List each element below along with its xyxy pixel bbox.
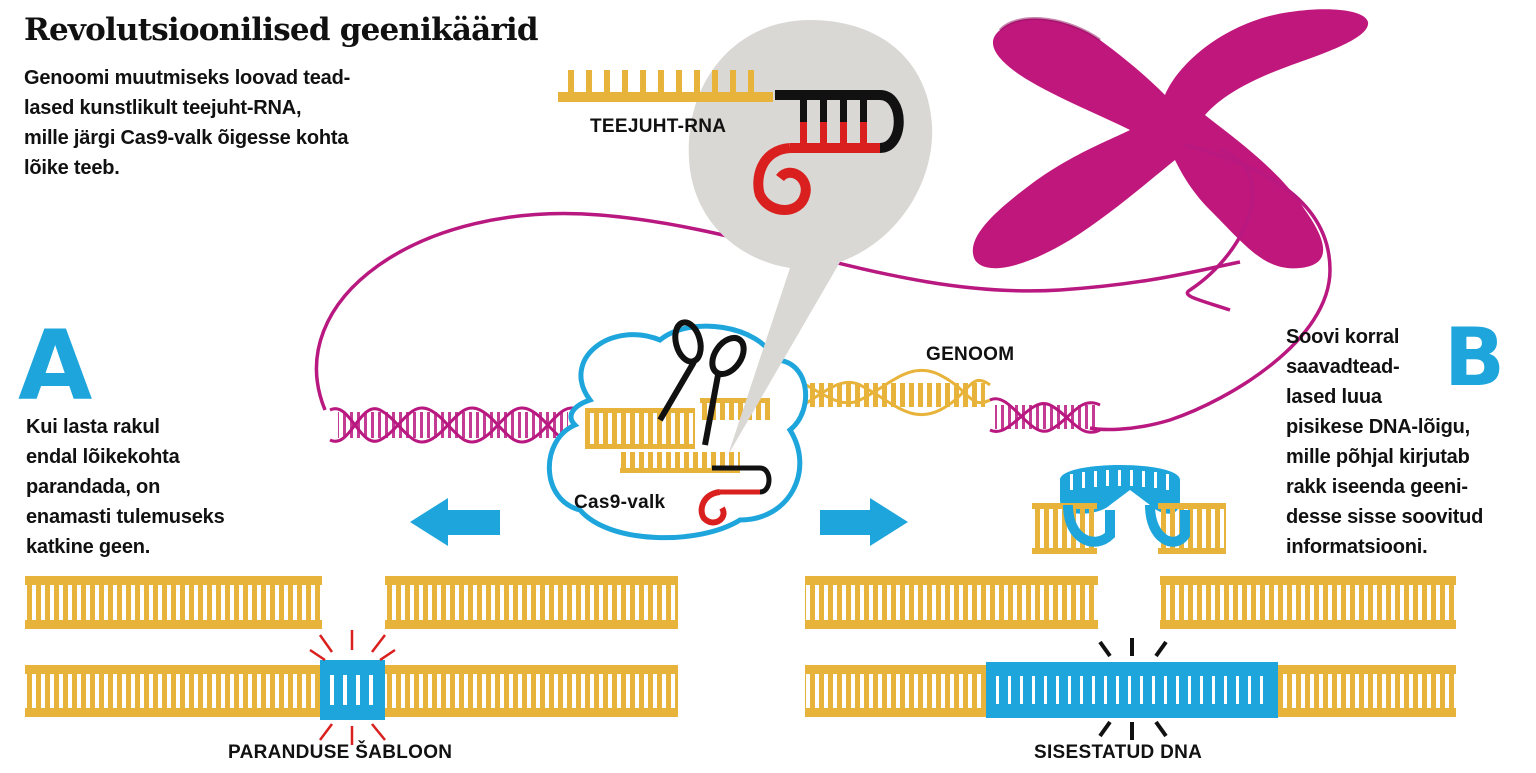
scissors-icon: [657, 319, 747, 446]
section-b-line: desse sisse soovitud: [1286, 506, 1484, 528]
intro-text: Genoomi muutmiseks loovad tead- lased ku…: [24, 63, 350, 183]
ladder-a-bottom: [25, 660, 678, 720]
section-a-text: Kui lasta rakul endal lõikekohta paranda…: [26, 412, 225, 562]
section-a-letter: A: [18, 310, 93, 422]
arrow-left-icon: [410, 498, 500, 546]
section-a-line: Kui lasta rakul: [26, 416, 160, 438]
inserted-dna-label: SISESTATUD DNA: [1034, 742, 1203, 763]
inserted-dna-rungs: [996, 676, 1263, 704]
page-title: Revolutsioonilised geenikäärid: [24, 12, 539, 48]
dna-helix-right: [989, 397, 1101, 434]
guide-rna-label: TEEJUHT-RNA: [590, 116, 727, 137]
section-a-line: katkine geen.: [26, 536, 151, 558]
guide-rna-bubble: [688, 20, 933, 455]
section-b-line: Soovi korral: [1286, 326, 1400, 348]
repair-template-label: PARANDUSE ŠABLOON: [228, 742, 453, 763]
cas9-label: Cas9-valk: [574, 492, 666, 513]
donor-dna-loop: [1032, 465, 1226, 554]
guide-rna-icon: [558, 70, 904, 215]
section-b-line: mille põhjal kirjutab: [1286, 446, 1470, 468]
section-b-letter: B: [1444, 311, 1505, 404]
ladder-a-top: [25, 576, 678, 629]
section-b-line: rakk iseenda geeni-: [1286, 476, 1468, 498]
chromosome-icon: [972, 9, 1369, 269]
genome-label: GENOOM: [926, 344, 1015, 365]
section-b-line: pisikese DNA-lõigu,: [1286, 416, 1471, 438]
section-b-text: Soovi korral saavadtead- lased luua pisi…: [1286, 322, 1483, 562]
intro-line: lased kunstlikult teejuht-RNA,: [24, 97, 302, 119]
section-b-line: lased luua: [1286, 386, 1382, 408]
section-b-line: saavadtead-: [1286, 356, 1400, 378]
section-a-line: endal lõikekohta: [26, 446, 180, 468]
section-b-line: informatsiooni.: [1286, 536, 1428, 558]
spark-marks-a: [309, 630, 396, 745]
ladder-b-top: [805, 576, 1456, 629]
section-a-line: parandada, on: [26, 476, 161, 498]
section-a-line: enamasti tulemuseks: [26, 506, 225, 528]
arrow-right-icon: [820, 498, 908, 546]
spark-marks-b: [1098, 638, 1168, 740]
intro-line: lõike teeb.: [24, 157, 120, 179]
dna-helix-left: [329, 406, 581, 444]
intro-line: mille järgi Cas9-valk õigesse kohta: [24, 127, 349, 149]
intro-line: Genoomi muutmiseks loovad tead-: [24, 67, 351, 89]
dna-helix-center: [769, 368, 991, 417]
small-guide-rna-icon: [698, 465, 772, 526]
